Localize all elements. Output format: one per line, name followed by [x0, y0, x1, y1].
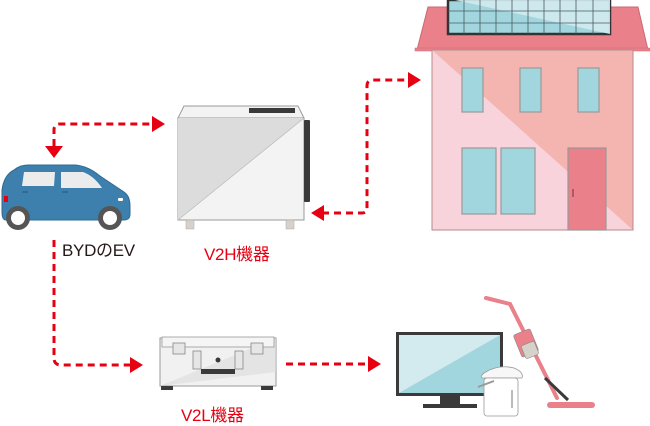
arrow-ev-v2h: [52, 122, 152, 146]
arrowhead-right-icon: [130, 357, 143, 373]
arrowhead-right-icon: [152, 116, 165, 132]
v2l-label: V2L機器: [181, 406, 244, 425]
arrowhead-right-icon: [368, 356, 381, 372]
vacuum-cleaner-icon: [484, 296, 595, 408]
home-appliances-icon: [396, 296, 595, 417]
arrowhead-down-icon: [45, 146, 63, 158]
arrowhead-right-icon: [408, 72, 421, 88]
door-icon: [567, 147, 607, 231]
house-with-solar-panel-icon: [414, 0, 650, 231]
arrow-ev-v2l: [52, 240, 130, 367]
v2h-label: V2H機器: [204, 245, 270, 264]
arrowhead-left-icon: [311, 205, 324, 221]
v2h-charger-icon: [177, 105, 310, 230]
v2l-case-icon: [159, 336, 277, 390]
ev-label: BYDのEV: [62, 241, 135, 260]
window-icon: [519, 67, 542, 113]
arrow-v2h-house: [322, 78, 408, 215]
car-icon: [1, 164, 131, 230]
window-icon: [500, 147, 536, 215]
electric-kettle-icon: [477, 366, 523, 417]
tv-monitor-icon: [396, 332, 503, 408]
window-icon: [461, 147, 497, 215]
solar-panel-icon: [446, 0, 612, 36]
window-icon: [461, 67, 484, 113]
window-icon: [577, 67, 600, 113]
